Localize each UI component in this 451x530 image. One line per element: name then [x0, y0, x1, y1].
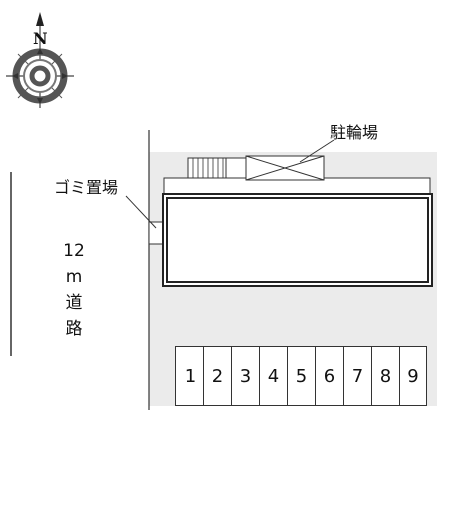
compass-rose-icon: [6, 12, 74, 108]
north-label: N: [33, 29, 48, 48]
parking-space-number: 2: [211, 365, 224, 387]
parking-space: 6: [315, 346, 343, 406]
bicycle-parking-area: [245, 155, 325, 181]
parking-space: 2: [203, 346, 231, 406]
stairs: [187, 157, 247, 179]
garbage-area: [148, 221, 164, 245]
parking-space-number: 3: [239, 365, 252, 387]
parking-space: 8: [371, 346, 399, 406]
parking-space-number: 6: [323, 365, 336, 387]
parking-space: 1: [175, 346, 203, 406]
building-inner: [166, 197, 429, 283]
bicycle-parking-label: 駐輪場: [330, 123, 379, 142]
parking-space: 3: [231, 346, 259, 406]
parking-space: 9: [399, 346, 427, 406]
garbage-leader: [125, 195, 157, 229]
parking-space-number: 7: [351, 365, 364, 387]
road-width-number: 12: [63, 241, 85, 261]
parking-space: 7: [343, 346, 371, 406]
parking-space: 5: [287, 346, 315, 406]
parking-space-number: 9: [407, 365, 419, 387]
parking-space-number: 8: [379, 365, 392, 387]
parking-space: 4: [259, 346, 287, 406]
road-label: 12 m 道 路: [60, 238, 88, 342]
parking-space-number: 5: [295, 365, 308, 387]
bicycle-parking-leader: [299, 139, 335, 163]
road-width-unit: m: [65, 267, 83, 287]
parking-space-number: 4: [267, 365, 280, 387]
garbage-label: ゴミ置場: [54, 178, 119, 197]
road-name-char: 路: [65, 319, 83, 339]
road-name-char: 道: [65, 293, 83, 313]
parking-space-number: 1: [184, 365, 197, 387]
